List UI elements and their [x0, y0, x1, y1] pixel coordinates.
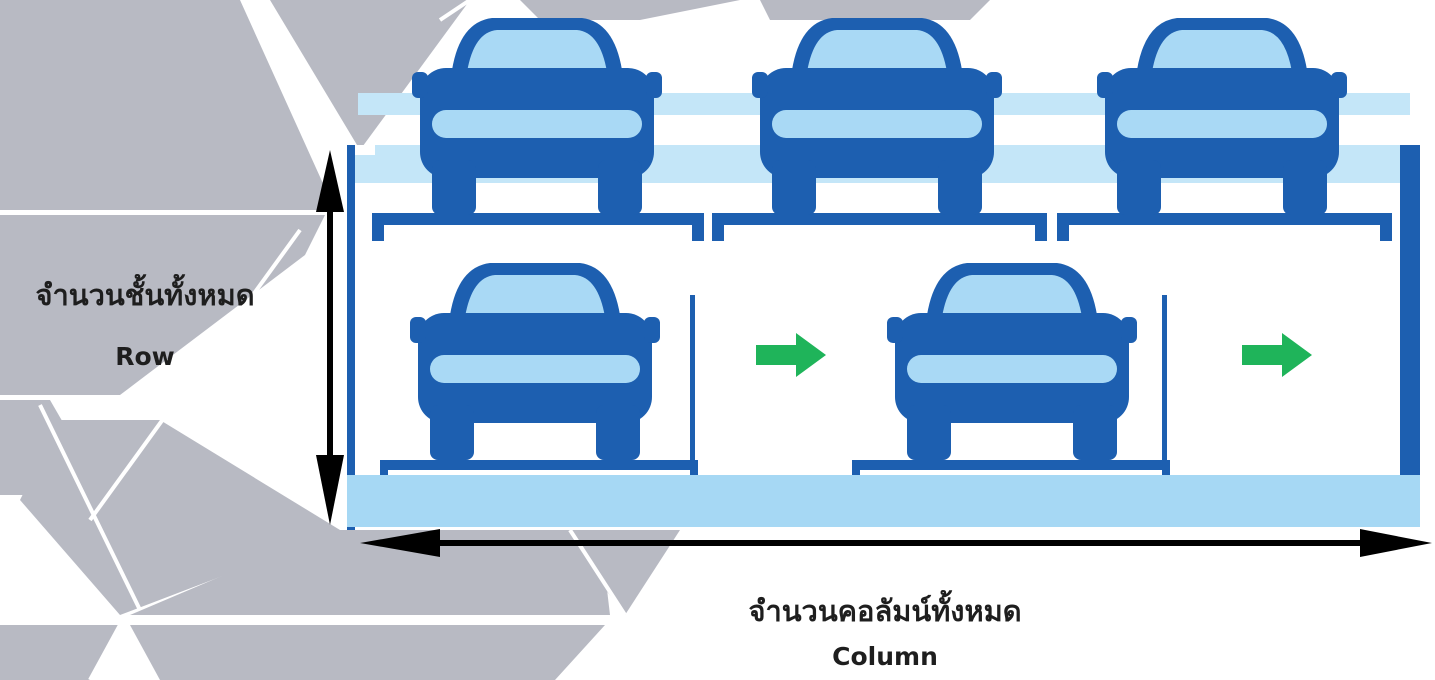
gray-panel-bottom-strip	[130, 625, 605, 680]
white-divider-lines	[0, 0, 755, 680]
parking-frame	[347, 145, 1420, 530]
car-front-icon	[752, 18, 1002, 215]
car-front-icon	[1097, 18, 1347, 215]
gray-panel-middle-left	[0, 215, 325, 395]
row-dimension-arrow	[316, 150, 344, 525]
car-front-icon	[887, 263, 1137, 460]
upper-pallets	[372, 213, 1392, 241]
column-count-label-thai: จำนวนคอลัมน์ทั้งหมด	[748, 594, 1022, 628]
right-arrow-icon	[756, 333, 826, 377]
gray-panel-top-far-right	[760, 0, 990, 20]
row-count-label-thai: จำนวนชั้นทั้งหมด	[35, 278, 255, 312]
gray-panel-bottom-right-tri	[560, 530, 680, 615]
car-front-icon	[410, 263, 660, 460]
gray-panel-top-middle	[270, 0, 470, 150]
gray-panel-top-left	[0, 0, 335, 210]
column-label: Column	[832, 642, 938, 671]
row-label: Row	[115, 342, 175, 371]
gray-panel-lower-middle	[20, 420, 340, 615]
lower-pallets	[380, 295, 1170, 475]
gray-panel-top-right	[520, 0, 740, 20]
gray-panel-bottom-left	[0, 625, 120, 680]
gray-panel-bottom-center	[130, 530, 610, 615]
right-arrow-icon	[1242, 333, 1312, 377]
gray-panels	[0, 0, 990, 680]
car-front-icon	[412, 18, 662, 215]
column-dimension-arrow	[360, 529, 1432, 557]
